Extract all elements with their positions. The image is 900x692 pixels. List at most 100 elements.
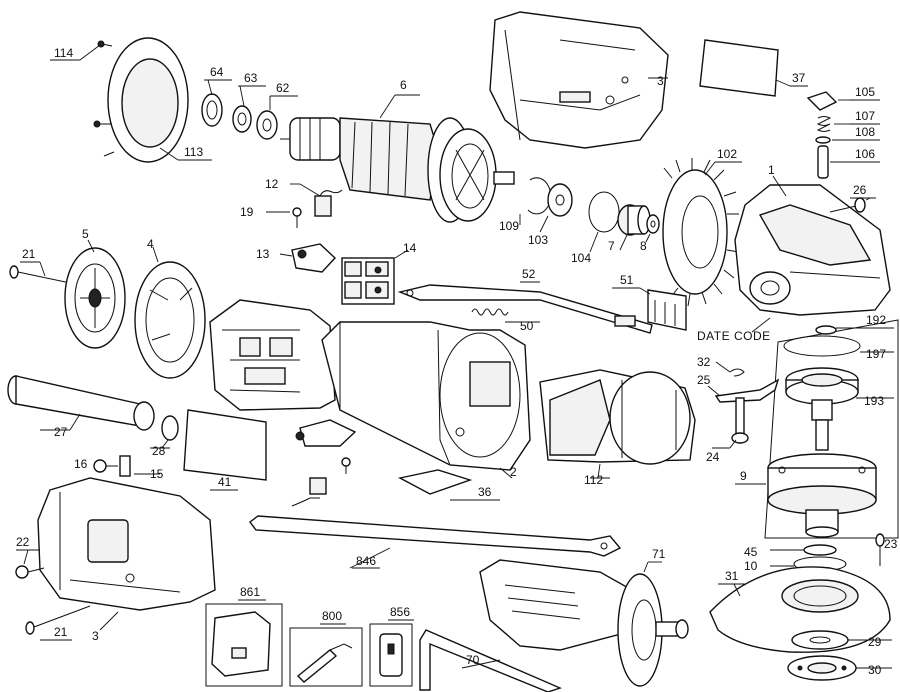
callout-36: 36 bbox=[478, 485, 492, 499]
part-19-screw bbox=[292, 207, 302, 228]
callout-28: 28 bbox=[152, 444, 166, 458]
part-52-switch-rod bbox=[397, 284, 653, 334]
part-4-baffle bbox=[134, 261, 206, 379]
part-50-spring bbox=[471, 308, 509, 316]
part-3-housing-lower bbox=[37, 477, 216, 611]
part-25-lever bbox=[714, 378, 780, 403]
callout-114: 114 bbox=[54, 46, 73, 60]
callout-21-bottom: 21 bbox=[54, 625, 68, 639]
callout-62: 62 bbox=[276, 81, 290, 95]
callout-70: 70 bbox=[466, 653, 480, 667]
callout-10: 10 bbox=[744, 559, 758, 573]
callout-27: 27 bbox=[54, 425, 68, 439]
part-861-brush-case bbox=[205, 603, 283, 687]
callout-52: 52 bbox=[522, 267, 536, 281]
callout-104: 104 bbox=[571, 251, 591, 265]
callout-846: 846 bbox=[356, 554, 376, 568]
part-12-brush bbox=[314, 189, 343, 217]
callout-26: 26 bbox=[853, 183, 867, 197]
callout-23: 23 bbox=[884, 537, 898, 551]
part-15-clip bbox=[119, 455, 131, 477]
callout-4: 4 bbox=[147, 237, 154, 251]
callout-13: 13 bbox=[256, 247, 270, 261]
callout-106: 106 bbox=[855, 147, 875, 161]
callout-112: 112 bbox=[584, 473, 603, 487]
part-27-shaft bbox=[7, 375, 155, 431]
callout-37: 37 bbox=[792, 71, 806, 85]
part-16-screw bbox=[93, 459, 118, 473]
callout-22: 22 bbox=[16, 535, 30, 549]
part-1-gear-case bbox=[734, 184, 891, 316]
part-28-cap bbox=[161, 415, 179, 441]
callout-8: 8 bbox=[640, 239, 647, 253]
part-26-screw bbox=[829, 197, 866, 213]
part-105-lock-button bbox=[806, 91, 838, 111]
part-104-oring bbox=[588, 191, 620, 233]
part-36-label bbox=[397, 469, 473, 495]
callout-197: 197 bbox=[866, 347, 886, 361]
callout-7: 7 bbox=[608, 239, 615, 253]
callout-19: 19 bbox=[240, 205, 254, 219]
part-856-label-tag bbox=[369, 623, 413, 687]
callout-51: 51 bbox=[620, 273, 634, 287]
part-800-brush-kit bbox=[289, 627, 363, 687]
part-brush-frame bbox=[209, 299, 336, 411]
part-37-label bbox=[699, 39, 779, 97]
callout-14: 14 bbox=[403, 241, 417, 255]
part-106-lock-pin bbox=[817, 145, 829, 179]
part-64-bearing bbox=[201, 93, 223, 127]
callout-113: 113 bbox=[184, 145, 203, 159]
part-70-hex-key bbox=[419, 629, 562, 692]
part-22-screw bbox=[15, 565, 45, 579]
part-13-brush-holder bbox=[291, 243, 336, 273]
callout-9: 9 bbox=[740, 469, 747, 483]
callout-856: 856 bbox=[390, 605, 410, 619]
callout-800: 800 bbox=[322, 609, 342, 623]
callout-64: 64 bbox=[210, 65, 224, 79]
part-29-flange bbox=[791, 630, 849, 650]
part-846-spanner-wrench bbox=[249, 515, 622, 557]
callout-15: 15 bbox=[150, 467, 164, 481]
part-109-retaining-ring bbox=[527, 177, 552, 215]
part-192-washer bbox=[815, 325, 837, 335]
part-7-bearing bbox=[617, 204, 651, 236]
date-code-label: DATE CODE bbox=[697, 329, 771, 343]
callout-16: 16 bbox=[74, 457, 88, 471]
callout-3-lower: 3 bbox=[92, 629, 99, 643]
part-14-switch bbox=[341, 257, 395, 305]
callout-109: 109 bbox=[499, 219, 519, 233]
part-3-housing-upper bbox=[489, 11, 669, 149]
callout-192: 192 bbox=[866, 313, 886, 327]
part-63-washer bbox=[232, 105, 252, 133]
part-30-clamp-nut bbox=[787, 655, 857, 681]
callout-24: 24 bbox=[706, 450, 720, 464]
part-107-spring bbox=[816, 116, 832, 132]
callout-103: 103 bbox=[528, 233, 548, 247]
part-102-fan bbox=[662, 158, 740, 307]
callout-1: 1 bbox=[768, 163, 775, 177]
callout-21-left: 21 bbox=[22, 247, 36, 261]
part-23-screw bbox=[875, 533, 885, 566]
part-9-spindle-assembly bbox=[767, 419, 877, 538]
part-51-slider bbox=[647, 289, 687, 331]
callout-861: 861 bbox=[240, 585, 260, 599]
callout-5: 5 bbox=[82, 227, 89, 241]
part-24-pin bbox=[731, 397, 749, 444]
part-197-oring bbox=[783, 335, 861, 357]
callout-30: 30 bbox=[868, 663, 882, 677]
callout-63: 63 bbox=[244, 71, 258, 85]
callout-50: 50 bbox=[520, 319, 534, 333]
part-45-washer bbox=[803, 544, 837, 556]
part-71-side-handle bbox=[479, 559, 689, 687]
callout-41: 41 bbox=[218, 475, 232, 489]
callout-71: 71 bbox=[652, 547, 666, 561]
part-brush-holder-lower bbox=[291, 419, 357, 507]
part-114-end-cap bbox=[93, 37, 189, 163]
callout-31: 31 bbox=[725, 569, 739, 583]
part-112-field bbox=[539, 369, 696, 465]
part-8-nut bbox=[646, 214, 660, 234]
callout-105: 105 bbox=[855, 85, 875, 99]
callout-45: 45 bbox=[744, 545, 758, 559]
part-21-screw-bottom bbox=[25, 605, 91, 635]
